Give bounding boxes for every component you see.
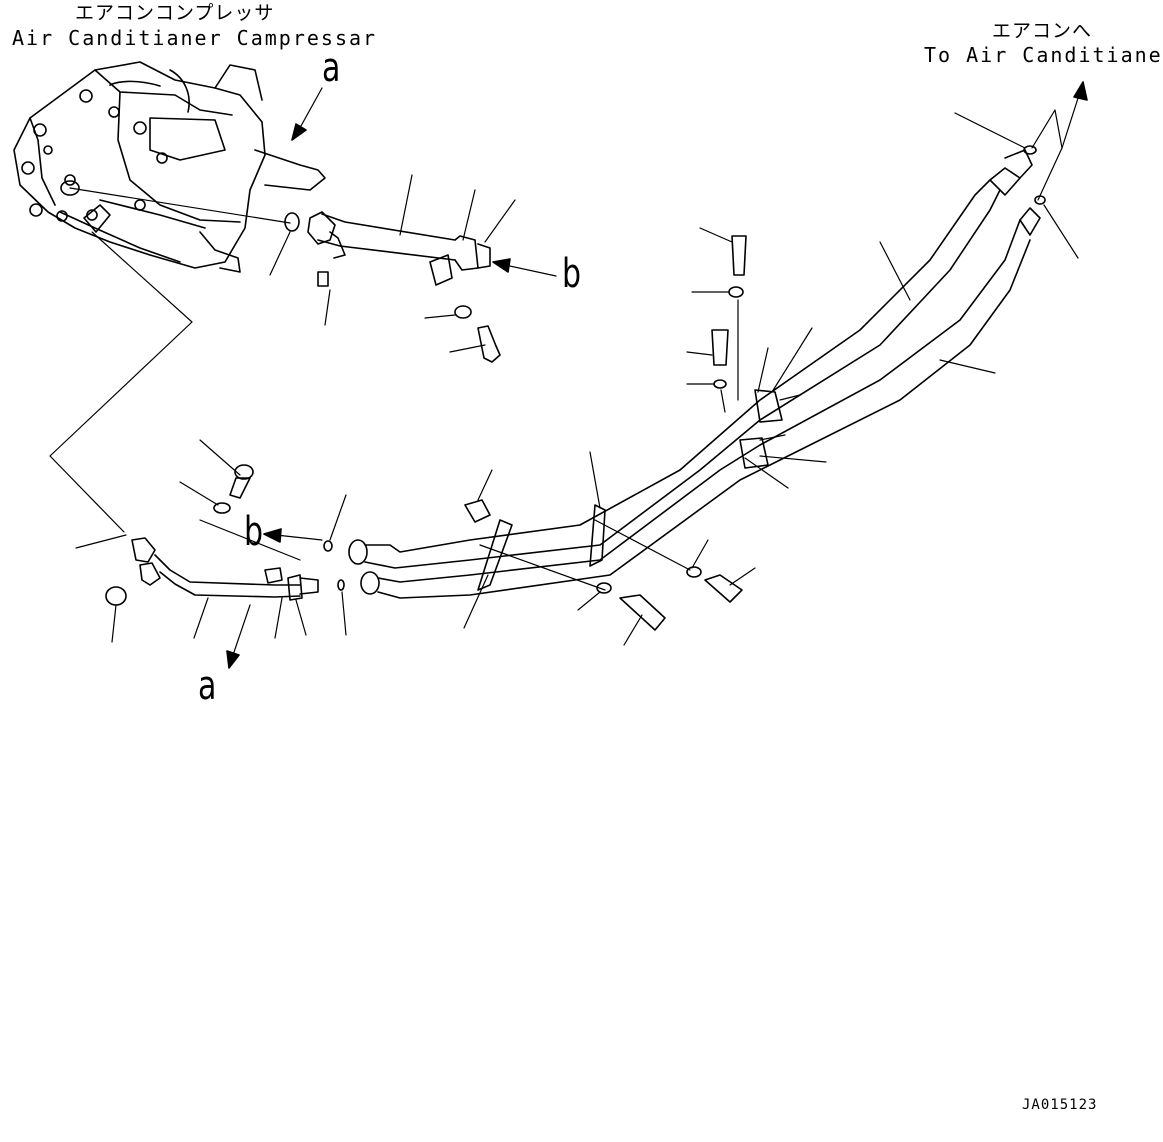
compressor-label-en: Air Canditianer Campressar xyxy=(12,26,378,50)
drawing-code: JA015123 xyxy=(1022,1097,1098,1113)
air-conditioner-compressor xyxy=(14,62,325,272)
reference-b-left: b xyxy=(244,509,264,555)
upper-fitting-pipe xyxy=(70,188,500,362)
reference-a-top: a xyxy=(322,45,341,91)
reference-b-right: b xyxy=(562,251,582,297)
to-air-conditioner-label-en: To Air Canditianer xyxy=(924,43,1163,67)
reference-arrows xyxy=(227,82,1087,668)
twin-hoses xyxy=(349,146,1045,630)
reference-a-bottom: a xyxy=(198,663,217,709)
leader-lines xyxy=(50,110,1078,645)
to-air-conditioner-label-jp: エアコンへ xyxy=(992,20,1093,42)
lower-fitting-pipe xyxy=(106,465,344,605)
compressor-label-jp: エアコンコンプレッサ xyxy=(75,2,275,24)
